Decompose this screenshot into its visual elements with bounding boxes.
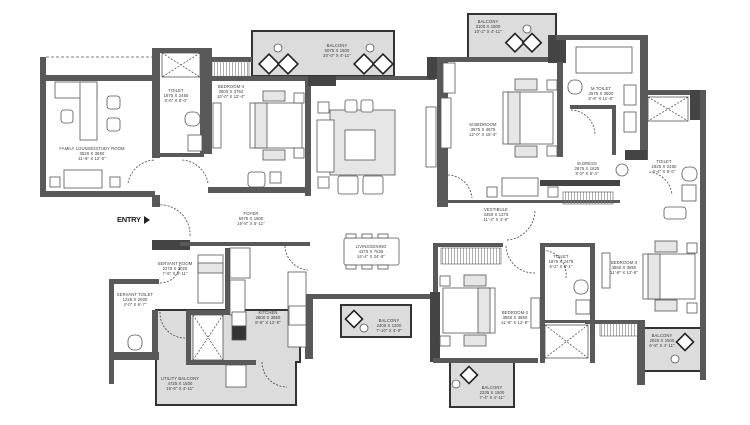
shaft-top-left xyxy=(161,52,201,78)
shaft-top-right xyxy=(647,96,689,122)
label-balcony-bottom: BALCONY 2235 X 1500 7'-4" X 4'-11" xyxy=(479,385,505,400)
label-living-dining: LIVING/DINING 4375 X 7525 14'-4" X 24'-8… xyxy=(355,244,387,259)
label-foyer: FOYER 5075 X 1800 16'-8" X 5'-11" xyxy=(237,211,265,226)
furniture xyxy=(49,24,698,389)
label-balcony-bottom-center: BALCONY 2400 X 1200 7'-10" X 4'-0" xyxy=(376,318,402,333)
door-swings xyxy=(127,109,673,388)
label-utility-balcony: UTILITY BALCONY 4725 X 1500 15'-6" X 4'-… xyxy=(160,376,200,391)
label-bedroom-2: BEDROOM-2 3550 X 3850 11'-8" X 12'-8" xyxy=(501,310,529,325)
label-balcony-top-right: BALCONY 3100 X 1500 10'-2" X 4'-11" xyxy=(474,19,502,34)
shaft-kitchen xyxy=(192,314,224,361)
entry-arrow-icon xyxy=(144,216,150,224)
balcony-top-center xyxy=(251,30,395,77)
label-balcony-bottom-right: BALCONY 2025 X 1500 6'-8" X 4'-11" xyxy=(649,333,675,348)
label-servant-room: SERVANT ROOM 2275 X 3025 7'-6" X 9'-11" xyxy=(157,261,193,276)
label-toilet-1: TOILET 1975 X 2450 6'-6" X 8'-0" xyxy=(163,88,189,103)
label-m-dress: M.DRESS 2675 X 1625 8'-9" X 5'-4" xyxy=(574,161,600,176)
louver-panels xyxy=(211,58,639,337)
label-master-bedroom: M.BEDROOM 3675 X 4675 12'-0" X 15'-4" xyxy=(469,122,497,137)
entry-label: ENTRY xyxy=(117,215,141,224)
label-balcony-top-center: BALCONY 6075 X 1500 20'-0" X 4'-11" xyxy=(323,43,351,58)
label-master-toilet: M.TOILET 2575 X 3500 8'-6" X 11'-6" xyxy=(588,86,614,101)
label-toilet-2: TOILET 1925 X 2450 6'-4" X 8'-0" xyxy=(651,159,677,174)
shaft-bottom xyxy=(544,324,589,359)
label-servant-toilet: SERVANT TOILET 1225 X 2000 4'-0" X 6'-7" xyxy=(116,292,154,307)
label-family-lounge: FAMILY LOUNGE/STUDY ROOM 3520 X 3650 11'… xyxy=(59,146,125,161)
balconies xyxy=(155,13,704,408)
walls xyxy=(40,35,706,385)
balcony-bottom xyxy=(449,361,515,408)
service-shafts xyxy=(161,52,689,361)
label-toilet-3: TOILET 1875 X 2475 6'-2" X 8'-1" xyxy=(548,254,574,269)
label-kitchen: KITCHEN 2600 X 3850 8'-6" X 12'-8" xyxy=(255,310,281,325)
label-bedroom-4: BEDROOM-4 3000 X 3750 10'-0" X 12'-4" xyxy=(217,84,245,99)
balcony-bottom-right xyxy=(642,327,704,372)
label-vestibule: VESTIBULE 3450 X 1375 11'-4" X 4'-6" xyxy=(483,207,509,222)
label-bedroom-3: BEDROOM-3 3550 X 3850 11'-8" X 12'-8" xyxy=(610,260,638,275)
